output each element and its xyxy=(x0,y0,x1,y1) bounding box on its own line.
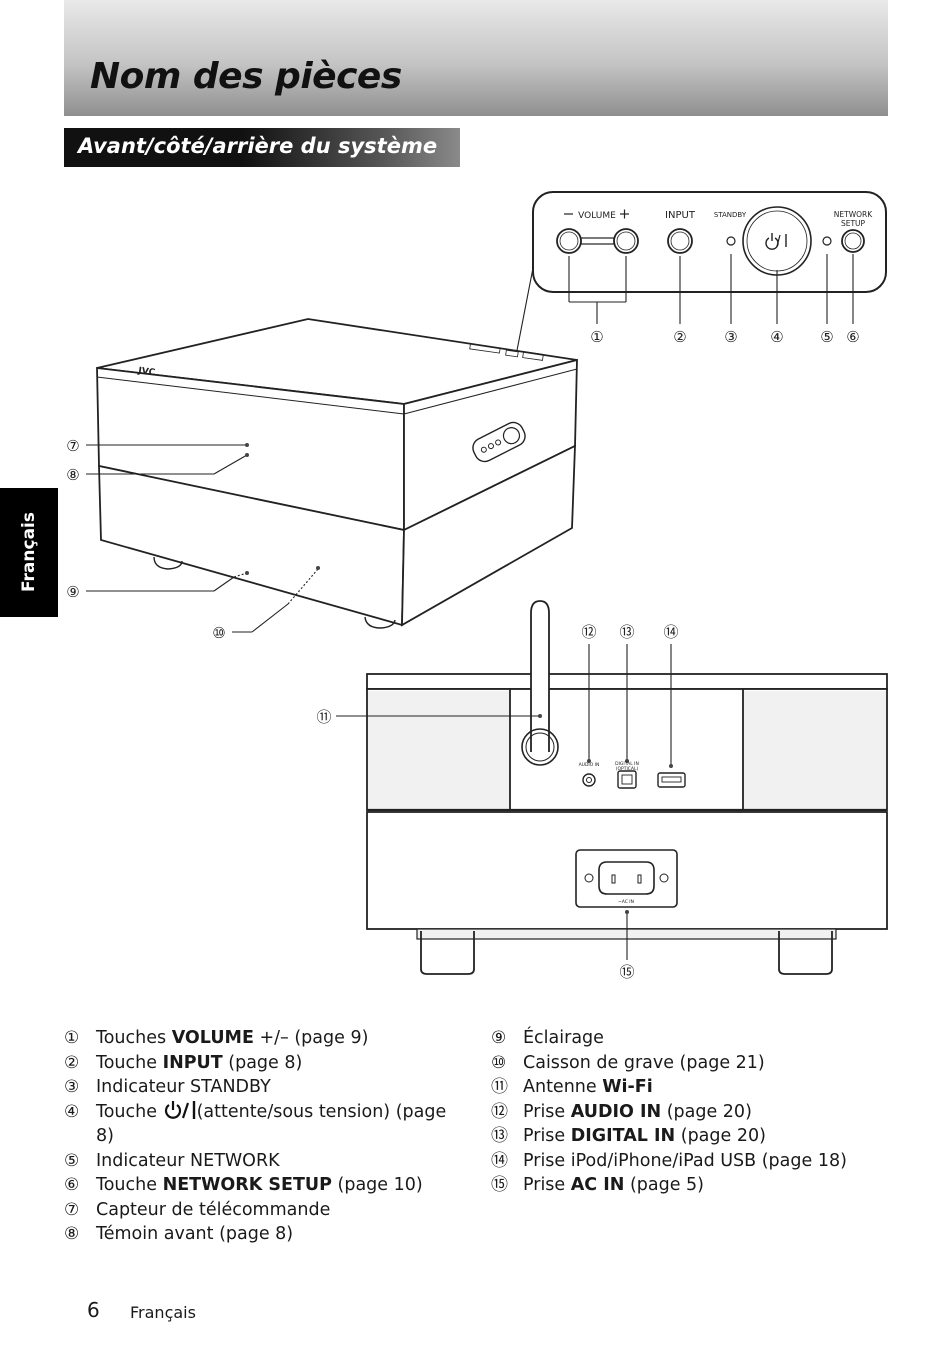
title-band xyxy=(64,0,888,116)
callout-12: ⑫ xyxy=(581,623,596,641)
callout-1: ① xyxy=(590,328,603,346)
callout-15: ⑮ xyxy=(619,963,634,981)
wifi-antenna xyxy=(530,600,550,752)
callout-10: ⑩ xyxy=(212,624,225,642)
language-side-tab: Français xyxy=(0,488,58,617)
label-network-2: SETUP xyxy=(841,219,866,228)
label-network-1: NETWORK xyxy=(834,210,873,219)
callout-8: ⑧ xyxy=(66,466,79,484)
page-title: Nom des pièces xyxy=(90,56,402,97)
label-ac-in: ~AC IN xyxy=(618,899,634,905)
input-button xyxy=(667,228,693,254)
network-setup-button xyxy=(841,229,865,253)
callout-3: ③ xyxy=(724,328,737,346)
callout-11: ⑪ xyxy=(316,708,331,726)
label-digital-in-1: DIGITAL IN xyxy=(615,761,639,767)
callout-14: ⑭ xyxy=(663,623,678,641)
digital-in-jack xyxy=(617,770,637,789)
unit-front-side-view xyxy=(96,318,578,629)
label-audio-in: AUDIO IN xyxy=(579,762,600,768)
label-input: INPUT xyxy=(665,210,696,221)
label-standby: STANDBY xyxy=(714,211,747,219)
brand-logo: JVC xyxy=(137,366,157,378)
network-indicator xyxy=(822,236,832,246)
callout-6: ⑥ xyxy=(846,328,859,346)
callout-13: ⑬ xyxy=(619,623,634,641)
standby-indicator xyxy=(726,236,736,246)
callout-4: ④ xyxy=(770,328,783,346)
ac-in-socket xyxy=(575,849,678,908)
callout-9: ⑨ xyxy=(66,583,79,601)
power-icon xyxy=(164,1100,195,1119)
parts-diagram: VOLUME INPUT STANDBY NETWORK SETUP JVC A… xyxy=(66,191,888,981)
callout-2: ② xyxy=(673,328,686,346)
section-band xyxy=(64,128,460,167)
section-title: Avant/côté/arrière du système xyxy=(78,134,438,158)
label-digital-in-2: (OPTICAL) xyxy=(616,766,639,772)
callout-5: ⑤ xyxy=(820,328,833,346)
audio-in-jack xyxy=(582,773,596,787)
label-volume: VOLUME xyxy=(578,211,616,221)
footer-language: Français xyxy=(130,1303,196,1322)
usb-port xyxy=(657,772,686,788)
control-panel-inset xyxy=(532,191,887,293)
page-number: 6 xyxy=(87,1298,100,1322)
callout-7: ⑦ xyxy=(66,437,79,455)
